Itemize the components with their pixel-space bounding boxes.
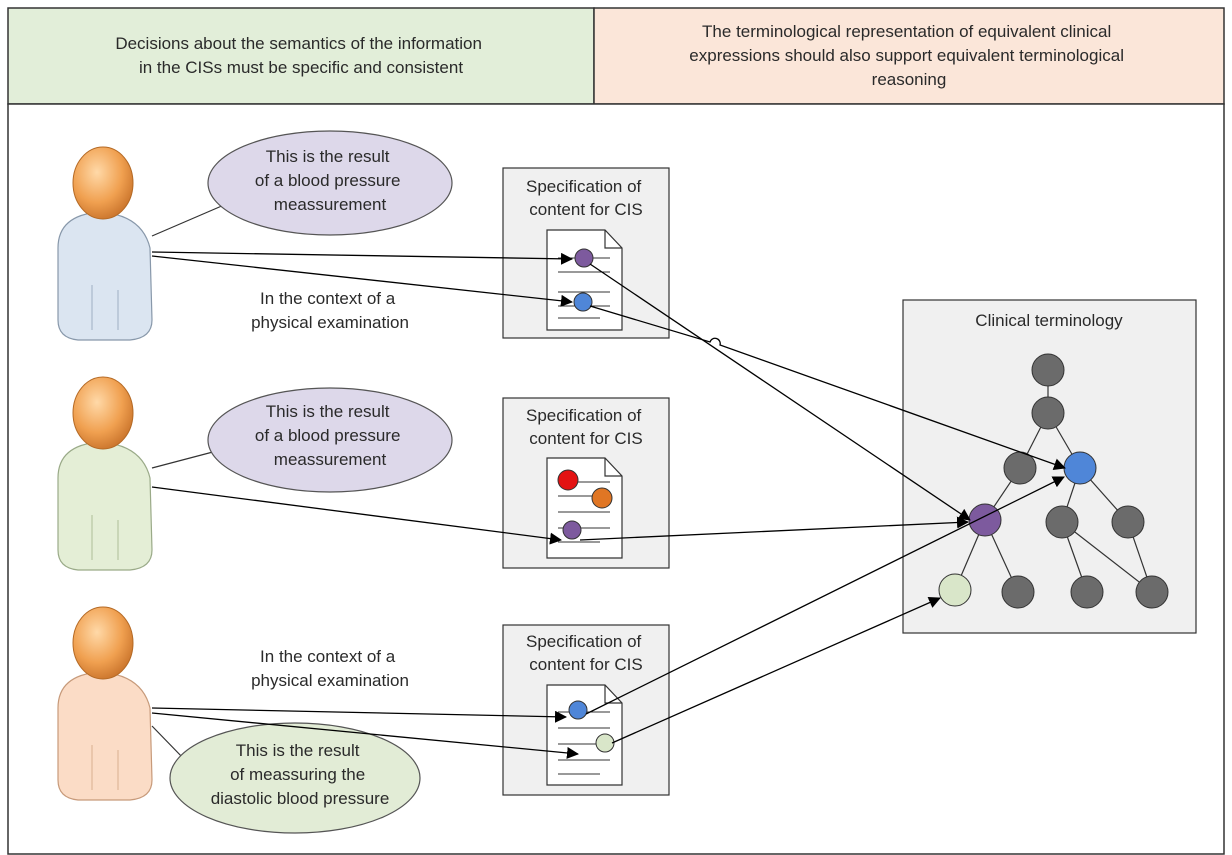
term-node [1001, 575, 1035, 609]
spec-node-red [557, 469, 579, 491]
arrow-person1-purple [151, 251, 573, 265]
arrow-spec1-blue-term [589, 305, 1066, 470]
spec-node-green [595, 733, 615, 753]
term-node [1045, 505, 1079, 539]
spec-box-1: Specification of content for CIS [502, 167, 670, 339]
speech-bubble-3-text: This is the result of meassuring the dia… [211, 741, 390, 808]
person-head [72, 606, 134, 680]
header-right-text: The terminological representation of equ… [689, 22, 1128, 89]
person-head [72, 146, 134, 220]
spec-node-purple [562, 520, 582, 540]
term-node-green [938, 573, 972, 607]
arrow-spec2-purple-term [579, 516, 969, 541]
header-left-box [7, 7, 595, 105]
terminology-title: Clinical terminology [975, 311, 1123, 330]
term-node [1031, 396, 1065, 430]
speech-bubble-1-text: This is the result of a blood pressure m… [255, 147, 405, 214]
terminology-box: Clinical terminology [902, 299, 1197, 634]
speech-bubble-1 [207, 130, 453, 236]
term-node-root [1031, 353, 1065, 387]
term-node [1003, 451, 1037, 485]
spec-box-1-title: Specification of content for CIS [526, 177, 646, 219]
spec-box-2-title: Specification of content for CIS [526, 406, 646, 448]
context-label-3: In the context of a physical examination [251, 647, 409, 690]
spec-box-2: Specification of content for CIS [502, 397, 670, 569]
person-body [57, 671, 153, 801]
arrow-person2-purple [151, 486, 562, 545]
spec-node-blue [568, 700, 588, 720]
arrow-spec1-purple-term [589, 263, 971, 521]
spec-box-3: Specification of content for CIS [502, 624, 670, 796]
header-left-text: Decisions about the semantics of the inf… [115, 34, 486, 77]
speech-bubble-3 [169, 722, 421, 834]
person-3 [57, 606, 153, 801]
document-icon [546, 684, 623, 786]
person-body [57, 441, 153, 571]
arrow-person1-blue [151, 255, 573, 307]
spec-node-purple [574, 248, 594, 268]
person-2 [57, 376, 153, 571]
term-node [1135, 575, 1169, 609]
context-label-1: In the context of a physical examination [251, 289, 409, 332]
header-right-box [593, 7, 1225, 105]
term-node-blue [1063, 451, 1097, 485]
arrow-spec3-green-term [611, 596, 941, 744]
spec-box-3-title: Specification of content for CIS [526, 632, 646, 674]
arrow-person3-blue [151, 707, 567, 723]
person-1 [57, 146, 153, 341]
speech-bubble-2 [207, 387, 453, 493]
document-icon [546, 457, 623, 559]
arrow-person3-green [151, 712, 579, 759]
spec-node-orange [591, 487, 613, 509]
term-node-purple [968, 503, 1002, 537]
person-body [57, 211, 153, 341]
term-node [1111, 505, 1145, 539]
arrow-spec3-blue-term [585, 476, 1065, 715]
document-icon [546, 229, 623, 331]
spec-node-blue [573, 292, 593, 312]
term-node [1070, 575, 1104, 609]
speech-bubble-2-text: This is the result of a blood pressure m… [255, 402, 405, 469]
person-head [72, 376, 134, 450]
